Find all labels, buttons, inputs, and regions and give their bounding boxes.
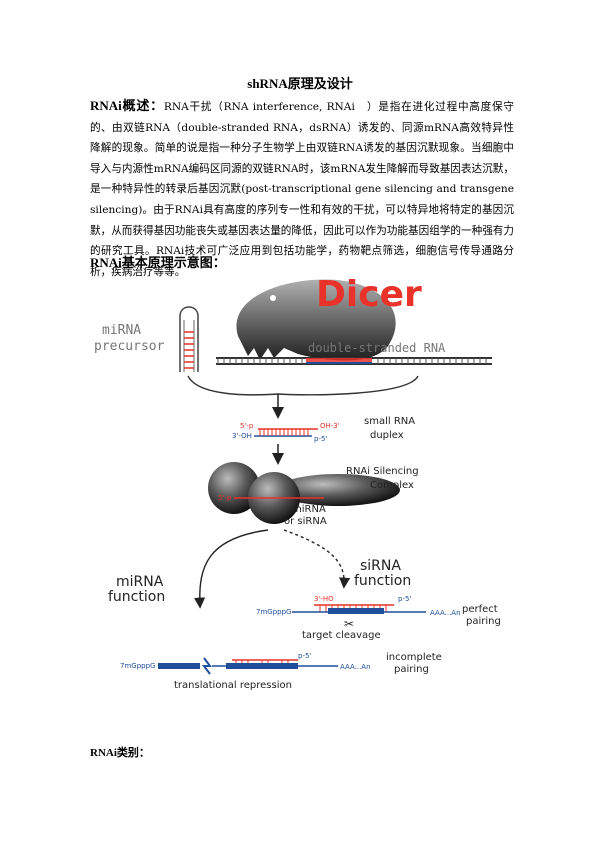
incomplete-pairing-2: pairing [394, 664, 429, 675]
mirna-precursor-label-2: precursor [94, 339, 165, 354]
risc-5p: 5'-p [218, 494, 232, 502]
risc-label-1: RNAi Silencing [346, 466, 419, 477]
dicer-enzyme: Dicer [236, 276, 422, 361]
rnai-diagram: Dicer miRNA precursor double-stranded RN… [88, 276, 512, 696]
small-rna-duplex: 5'-p OH-3' 3'-OH p-5' small RNA duplex [232, 416, 415, 443]
page-title: shRNA原理及设计 [247, 76, 353, 91]
perfect-pairing-2: pairing [466, 616, 501, 627]
duplex-5p: 5'-p [240, 422, 254, 430]
pp-polya: AAA...An [430, 609, 461, 617]
branch-left-arrow [193, 529, 269, 609]
perfect-pairing-1: perfect [462, 604, 498, 615]
perfect-pairing-target: 3'-HO p-5' 7mGpppG AAA...An ✂ target cle… [256, 595, 501, 641]
pp-3ho: 3'-HO [314, 595, 334, 603]
mirna-function-1: miRNA [116, 574, 164, 590]
duplex-p5-right: p-5' [314, 435, 327, 443]
small-rna-label-1: small RNA [364, 416, 415, 427]
duplex-oh3-top: OH-3' [320, 422, 340, 430]
translational-repression-label: translational repression [174, 680, 292, 691]
mirna-precursor: miRNA precursor [94, 306, 199, 372]
branch-right-arrow [283, 529, 351, 589]
overview-lead: RNAi概述： [90, 98, 164, 113]
mirna-or-sirna-2: or siRNA [284, 516, 327, 527]
ip-cap: 7mGpppG [120, 662, 155, 670]
ip-p5: p-5' [298, 652, 311, 660]
overview-paragraph: RNAi概述：RNA干扰（RNA interference, RNAi ）是指在… [90, 96, 514, 282]
incomplete-pairing-target: p-5' 7mGpppG AAA...An incomplete pairing… [120, 652, 442, 691]
pp-cap: 7mGpppG [256, 608, 291, 616]
incomplete-pairing-1: incomplete [386, 652, 442, 663]
figure-heading: RNAi基本原理示意图： [90, 255, 226, 270]
small-rna-label-2: duplex [370, 430, 404, 441]
target-cleavage-label: target cleavage [302, 630, 381, 641]
duplex-3oh-left: 3'-OH [232, 432, 252, 440]
sirna-function-1: siRNA [360, 558, 401, 574]
types-heading: RNAi类别： [90, 747, 150, 759]
overview-body: RNA干扰（RNA interference, RNAi ）是指在进化过程中高度… [90, 101, 515, 278]
dsrna-strand: double-stranded RNA [216, 341, 492, 365]
scissors-icon: ✂ [344, 617, 354, 631]
converge-bracket [187, 375, 419, 396]
sirna-function-2: function [354, 573, 411, 589]
dicer-label: Dicer [316, 276, 422, 315]
mirna-or-sirna-1: miRNA [292, 504, 326, 515]
risc-label-2: Complex [370, 480, 414, 491]
mirna-function-2: function [108, 589, 165, 605]
risc-complex: 5'-p RNAi Silencing Complex miRNA or siR… [208, 462, 419, 527]
ip-polya: AAA...An [340, 663, 371, 671]
mirna-precursor-label-1: miRNA [102, 323, 141, 338]
pp-p5: p-5' [398, 595, 411, 603]
dsrna-label: double-stranded RNA [308, 341, 446, 355]
